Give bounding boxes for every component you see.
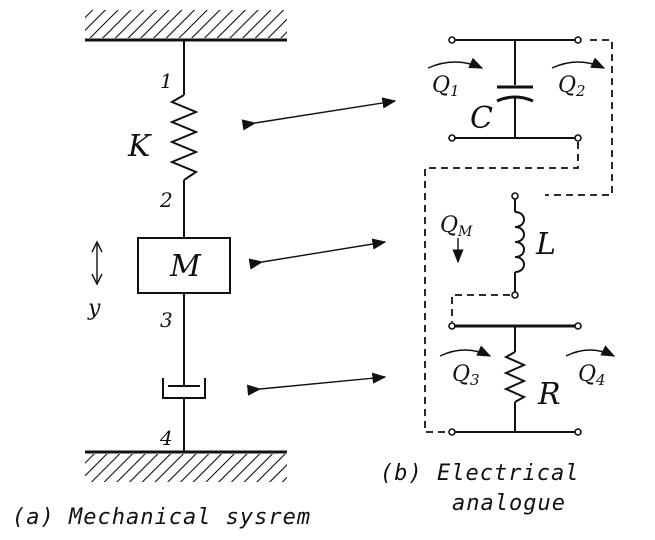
flow-label-q4: Q4 — [578, 362, 606, 389]
bottom-ground-hatch — [85, 454, 287, 482]
mechanical-caption: (a) Mechanical sysrem — [12, 505, 311, 530]
spring-label: K — [127, 129, 152, 164]
node-label-1: 1 — [160, 69, 173, 93]
flow-label-qm: QM — [440, 213, 473, 240]
correspondence-arrows — [241, 97, 397, 396]
inductor-coil — [514, 211, 525, 273]
electrical-analogue: Q1 Q2 QM Q3 Q4 C L R (b) Electrical anal… — [380, 36, 616, 516]
flow-label-q2: Q2 — [558, 73, 586, 100]
spring-k — [169, 94, 199, 181]
electrical-caption-line1: (b) Electrical — [380, 461, 579, 486]
dashed-link-right — [545, 39, 613, 196]
damper — [162, 378, 206, 452]
node-label-4: 4 — [159, 426, 173, 450]
resistor-zigzag — [503, 351, 527, 403]
top-ground-hatch — [85, 10, 287, 38]
mass-label: M — [169, 249, 202, 284]
electrical-caption-line2: analogue — [452, 491, 566, 516]
displacement-arrow-icon — [91, 240, 103, 286]
arrow-damper-resistor — [246, 372, 387, 396]
flow-label-q1: Q1 — [432, 73, 460, 100]
dashed-link-inductor — [451, 294, 510, 322]
dashed-link-cap-down — [424, 142, 579, 433]
capacitor-label: C — [470, 101, 493, 136]
arrow-spring-capacitor — [241, 97, 397, 131]
flow-arc-q4-icon — [565, 345, 616, 357]
resistor-label: R — [537, 377, 561, 412]
inductor-label: L — [535, 227, 556, 262]
mechanical-system: 1 K 2 M y 3 4 (a) Mechanical sysrem — [12, 10, 311, 530]
flow-arc-q3-icon — [439, 345, 492, 357]
node-label-2: 2 — [159, 188, 173, 212]
displacement-label: y — [87, 296, 101, 321]
flow-label-q3: Q3 — [452, 362, 480, 389]
flow-arc-q1-icon — [427, 57, 484, 69]
flow-arc-q2-icon — [551, 57, 606, 69]
arrow-mass-inductor — [248, 238, 387, 270]
node-label-3: 3 — [160, 308, 173, 332]
